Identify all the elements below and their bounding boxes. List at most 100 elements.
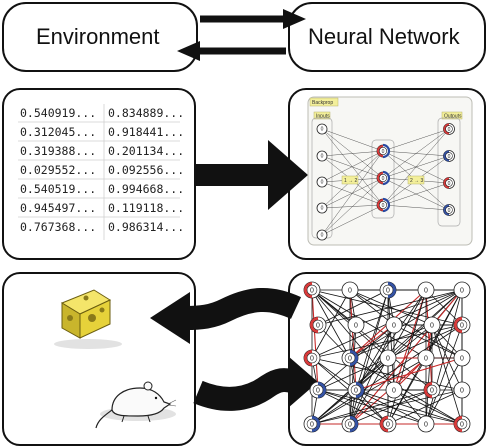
- network-node: 0: [417, 281, 435, 299]
- data-table-grid: [18, 104, 180, 240]
- connection: [349, 389, 433, 425]
- bias-accent: [382, 197, 391, 213]
- table-cell: 0.319388...: [20, 144, 97, 158]
- bias-accent: [382, 143, 391, 159]
- node-value: 0: [310, 356, 314, 363]
- network-node: 0: [379, 415, 397, 433]
- connection: [317, 289, 463, 326]
- network-node: 0: [309, 381, 327, 399]
- network-node: 0: [303, 349, 321, 367]
- network-node: 0: [379, 281, 397, 299]
- connection: [349, 324, 433, 359]
- connection: [311, 389, 433, 425]
- connection: [355, 324, 395, 391]
- input-node: 0: [316, 150, 328, 162]
- table-cell: 0.540519...: [20, 182, 97, 196]
- connection: [387, 357, 427, 425]
- node-value: 0: [392, 323, 396, 330]
- input-node: 0: [316, 229, 328, 241]
- connection: [355, 289, 389, 391]
- node-value: 0: [448, 127, 451, 133]
- node-value: 0: [310, 422, 314, 429]
- connection: [355, 289, 463, 326]
- node-value: 0: [348, 422, 352, 429]
- network-node: 0: [303, 281, 321, 299]
- table-cell: 0.201134...: [108, 144, 185, 158]
- network-node: 0: [385, 381, 403, 399]
- connection: [321, 150, 384, 183]
- table-cell: 0.918441...: [108, 125, 185, 139]
- node-value: 0: [316, 388, 320, 395]
- node-value: 0: [382, 203, 385, 209]
- table-cell: 0.119118...: [108, 201, 185, 215]
- node-value: 0: [321, 180, 324, 186]
- network-to-environment-arrow: [177, 41, 286, 61]
- neural-network-box: Neural Network: [288, 2, 486, 72]
- connection: [387, 389, 463, 425]
- output-node: 0: [443, 150, 455, 162]
- environment-to-network-arrow: [200, 9, 306, 29]
- node-value: 0: [354, 323, 358, 330]
- table-cell: 0.540919...: [20, 106, 97, 120]
- connection: [321, 181, 384, 206]
- connection: [355, 389, 463, 425]
- connection: [382, 128, 450, 206]
- node-value: 0: [430, 388, 434, 395]
- connection: [317, 357, 389, 391]
- network-to-environment-wave-arrow: [150, 287, 302, 344]
- connection: [425, 357, 463, 425]
- node-value: 0: [460, 422, 464, 429]
- node-value: 0: [460, 288, 464, 295]
- node-value: 0: [354, 388, 358, 395]
- node-value: 0: [316, 323, 320, 330]
- hidden-node: 0: [376, 144, 390, 158]
- output-node: 0: [443, 123, 455, 135]
- table-cell: 0.834889...: [108, 106, 185, 120]
- backprop-outputs-label: Outputs: [444, 114, 462, 120]
- backprop-title: Backprop: [312, 100, 333, 106]
- node-value: 0: [321, 206, 324, 212]
- table-cell: 0.092556...: [108, 163, 185, 177]
- input-node: 0: [316, 202, 328, 214]
- connection: [349, 324, 395, 359]
- network-node: 0: [423, 381, 441, 399]
- node-value: 0: [424, 288, 428, 295]
- connection: [311, 289, 319, 391]
- node-value: 0: [310, 288, 314, 295]
- node-value: 0: [382, 149, 385, 155]
- neural-network-label: Neural Network: [308, 24, 460, 49]
- connection: [311, 324, 433, 425]
- node-value: 0: [321, 127, 324, 133]
- network-node: 0: [453, 415, 471, 433]
- connection: [321, 177, 384, 236]
- node-value: 0: [392, 388, 396, 395]
- environment-to-network-wave-arrow: [193, 356, 318, 411]
- connection: [321, 150, 384, 157]
- data-table-box: [2, 88, 196, 260]
- network-node: 0: [303, 415, 321, 433]
- connection: [349, 357, 463, 425]
- node-value: 0: [460, 388, 464, 395]
- connection: [387, 289, 427, 425]
- connection: [311, 324, 463, 425]
- connection: [393, 324, 463, 359]
- environment-box: Environment: [2, 2, 198, 72]
- node-value: 0: [460, 323, 464, 330]
- node-value: 0: [321, 154, 324, 160]
- connection: [321, 204, 384, 236]
- connection: [387, 324, 463, 359]
- connection: [425, 289, 463, 425]
- table-cell: 0.986314...: [108, 220, 185, 234]
- input-node: 0: [316, 123, 328, 135]
- node-value: 0: [430, 323, 434, 330]
- connection: [311, 357, 357, 391]
- connection: [382, 128, 450, 179]
- node-value: 0: [424, 356, 428, 363]
- node-value: 0: [448, 181, 451, 187]
- node-value: 0: [321, 233, 324, 239]
- node-value: 0: [448, 208, 451, 214]
- node-value: 0: [348, 356, 352, 363]
